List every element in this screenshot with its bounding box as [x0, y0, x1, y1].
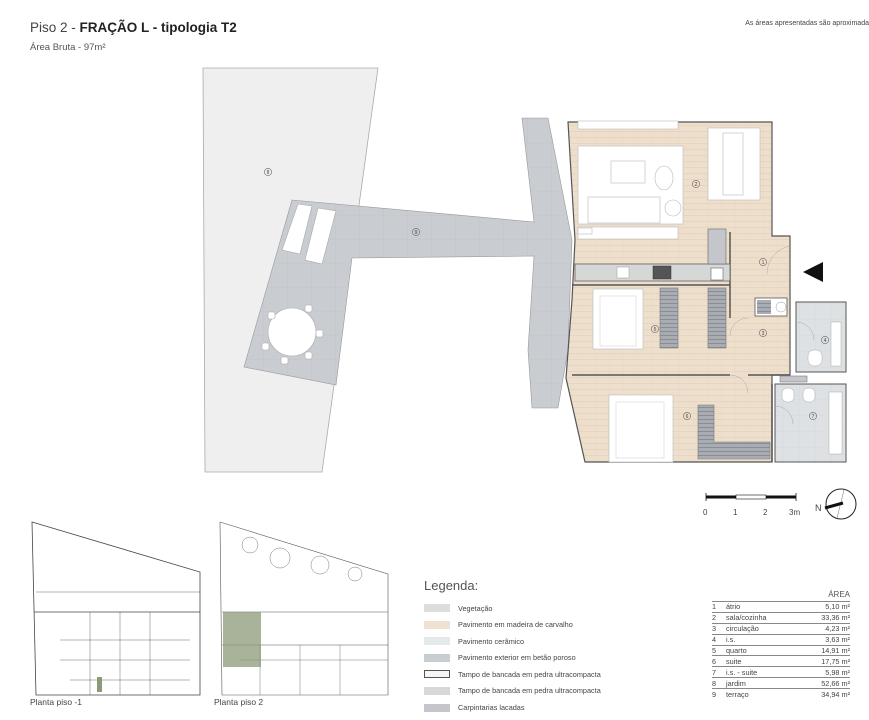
svg-text:8: 8	[267, 170, 270, 176]
kitchen-counter	[574, 263, 731, 282]
sun-loungers	[281, 203, 337, 265]
scale-tick-3: 3m	[789, 508, 801, 517]
key-plan-label-piso-minus-1: Planta piso -1	[30, 697, 82, 707]
gross-area: Área Bruta - 97m²	[30, 42, 106, 53]
north-label: N	[815, 503, 822, 513]
areas-disclaimer: As áreas apresentadas são aproximada	[745, 20, 869, 27]
terrace-area	[243, 117, 573, 409]
floor-label: Piso 2 -	[30, 20, 80, 35]
north-arrow-icon	[824, 488, 857, 520]
key-plan-label-piso-2: Planta piso 2	[214, 697, 264, 707]
legend-swatch-oak-floor	[424, 620, 450, 629]
scale-tick-2: 2	[763, 508, 768, 517]
legend: Legenda: Vegetação Pavimento em madeira …	[424, 578, 601, 716]
outdoor-dining-table	[261, 304, 324, 365]
legend-item: Tampo de bancada em pedra ultracompacta	[424, 666, 601, 682]
scale-tick-1: 1	[733, 508, 738, 517]
svg-text:6: 6	[686, 414, 689, 420]
entrance-arrow-icon	[803, 262, 823, 282]
legend-item: Pavimento exterior em betão poroso	[424, 650, 601, 666]
legend-title: Legenda:	[424, 578, 479, 593]
svg-text:5: 5	[654, 327, 657, 333]
svg-text:2: 2	[695, 182, 698, 188]
legend-swatch-ceramic-floor	[424, 637, 450, 646]
legend-item: Vegetação	[424, 600, 601, 616]
scale-bar	[705, 493, 797, 501]
unit-title: FRAÇÃO L - tipologia T2	[79, 20, 237, 35]
scale-tick-0: 0	[703, 508, 708, 517]
legend-item: Tampo de bancada em pedra ultracompacta	[424, 683, 601, 699]
svg-text:9: 9	[415, 230, 418, 236]
svg-text:3: 3	[762, 331, 765, 337]
legend-item: Pavimento cerâmico	[424, 633, 601, 649]
areas-header: ÁREA	[828, 590, 850, 599]
svg-text:1: 1	[762, 260, 765, 266]
key-plan-piso-minus-1	[31, 521, 201, 696]
legend-swatch-countertop-light	[424, 670, 450, 679]
page-title: Piso 2 - FRAÇÃO L - tipologia T2	[30, 20, 237, 35]
room-markers: 1 2 3 4 5 6 7 8 9	[264, 168, 829, 420]
svg-text:7: 7	[812, 414, 815, 420]
legend-swatch-countertop-grey	[424, 686, 450, 695]
svg-text:4: 4	[824, 338, 827, 344]
legend-item: Pavimento em madeira de carvalho	[424, 617, 601, 633]
key-plan-piso-2	[219, 521, 389, 696]
legend-swatch-vegetation	[424, 604, 450, 612]
legend-swatch-porous-concrete	[424, 653, 450, 662]
legend-item: Carpintarias lacadas	[424, 700, 601, 716]
legend-swatch-lacquered	[424, 703, 450, 712]
